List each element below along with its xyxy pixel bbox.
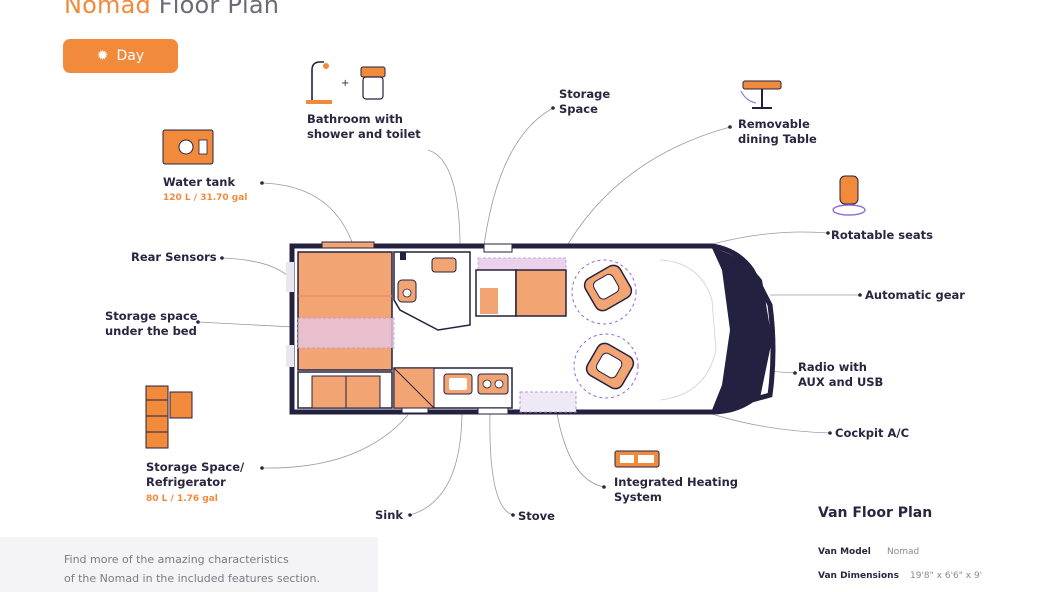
label-storage-line1: Storage	[559, 87, 611, 101]
leader-dots	[196, 106, 862, 517]
title-model: Nomad	[64, 0, 151, 19]
page-title: Nomad Floor Plan	[64, 0, 279, 19]
storage-cabinet	[515, 269, 567, 317]
label-cockpit-ac: Cockpit A/C	[835, 426, 910, 440]
label-radio-line2: AUX and USB	[798, 375, 884, 389]
label-storage-space: Storage Space	[559, 87, 610, 117]
sun-icon: ✹	[96, 48, 109, 64]
label-bathroom-line1: Bathroom with	[307, 112, 403, 126]
water-tank-capacity: 120 L / 31.70 gal	[163, 193, 248, 203]
label-radio-line1: Radio with	[798, 360, 867, 374]
label-storage-bed: Storage space under the bed	[105, 309, 198, 339]
label-water-tank: Water tank	[163, 175, 236, 189]
bathroom	[393, 251, 471, 331]
label-dining-line2: dining Table	[738, 132, 817, 146]
label-rotatable-seats: Rotatable seats	[831, 228, 933, 242]
label-fridge-line1: Storage Space/	[146, 460, 245, 474]
seat-icon	[832, 175, 866, 216]
spec-key-dimensions: Van Dimensions	[818, 571, 899, 581]
label-rear-sensors: Rear Sensors	[131, 250, 217, 264]
label-bathroom-line2: shower and toilet	[307, 127, 421, 141]
water-tank-icon	[162, 129, 214, 165]
label-automatic-gear: Automatic gear	[865, 288, 965, 302]
bed	[297, 251, 393, 371]
title-suffix: Floor Plan	[150, 0, 280, 19]
label-storage-bed-line2: under the bed	[105, 324, 197, 338]
label-stove: Stove	[518, 509, 555, 523]
label-storage-bed-line1: Storage space	[105, 309, 198, 323]
spec-value-model: Nomad	[887, 547, 920, 557]
kitchen-counter	[393, 367, 513, 415]
note-line-1: Find more of the amazing characteristics	[64, 553, 289, 566]
label-heating-line1: Integrated Heating	[614, 475, 739, 489]
leader-lines	[197, 107, 860, 516]
specs-title: Van Floor Plan	[818, 505, 933, 521]
under-bed-storage-zone	[297, 317, 395, 349]
features-note-box	[0, 537, 378, 592]
fridge-capacity: 80 L / 1.76 gal	[146, 494, 218, 504]
plus-sign: +	[341, 78, 349, 89]
shower-icon	[306, 61, 332, 104]
rotatable-seats	[571, 259, 639, 399]
spec-key-model: Van Model	[818, 547, 871, 557]
label-fridge: Storage Space/ Refrigerator	[146, 460, 244, 490]
label-storage-line2: Space	[559, 102, 598, 116]
note-line-2: of the Nomad in the included features se…	[64, 572, 321, 585]
label-radio: Radio with AUX and USB	[798, 360, 883, 390]
label-dining-table: Removable dining Table	[738, 117, 817, 147]
day-mode-label: Day	[116, 48, 145, 64]
label-heating: Integrated Heating System	[614, 475, 738, 505]
fridge-icon	[145, 385, 193, 449]
spec-value-dimensions: 19'8" x 6'6" x 9'	[910, 571, 983, 581]
heating-zone	[519, 391, 577, 413]
label-bathroom: Bathroom with shower and toilet	[307, 112, 421, 142]
dining-table-icon	[740, 80, 782, 109]
label-dining-line1: Removable	[738, 117, 810, 131]
day-mode-button[interactable]: ✹ Day	[63, 39, 178, 73]
label-heating-line2: System	[614, 490, 662, 504]
heating-icon	[614, 450, 660, 468]
toilet-icon	[360, 66, 386, 100]
label-sink: Sink	[375, 508, 404, 522]
label-fridge-line2: Refrigerator	[146, 475, 226, 489]
